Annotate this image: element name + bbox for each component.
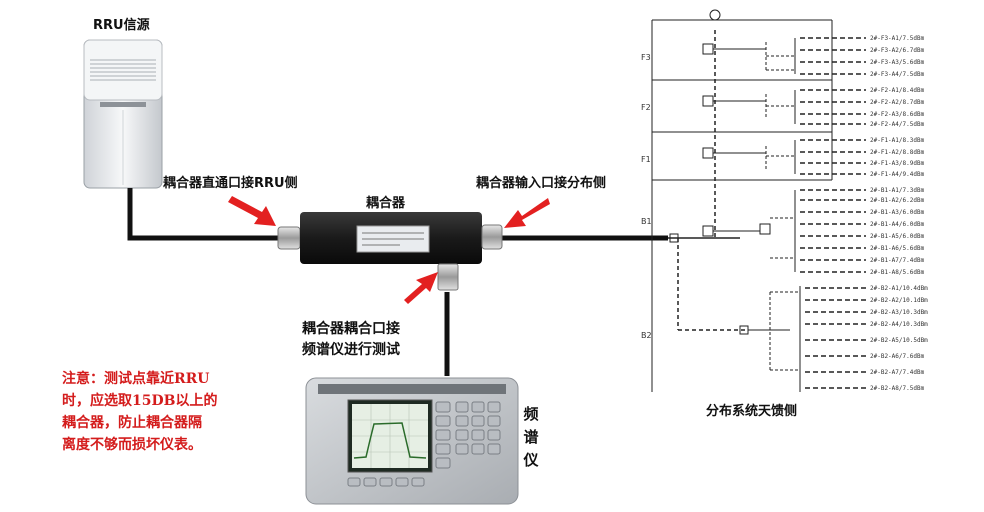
antenna-label: 2#-B1-A8/5.6dBm (870, 269, 925, 276)
antenna-label: 2#-B2-A2/10.1dBm (870, 297, 928, 304)
distribution-diagram (651, 9, 833, 392)
antenna-label: 2#-F3-A4/7.5dBm (870, 71, 925, 78)
left-arrow-label: 耦合器直通口接RRU侧 (163, 176, 298, 191)
sa-char-1: 频 (523, 405, 539, 423)
note-line-2: 时，应选取15DB以上的 (62, 393, 218, 409)
note-line-1: 注意：测试点靠近RRU (62, 371, 210, 387)
antenna-labels: 2#-F3-A1/7.5dBm 2#-F3-A2/6.7dBm 2#-F3-A3/5… (870, 35, 928, 392)
sa-char-3: 仪 (523, 451, 539, 469)
antenna-label: 2#-B1-A3/6.0dBm (870, 209, 925, 216)
sa-char-2: 谱 (523, 428, 539, 446)
antenna-label: 2#-F1-A3/8.9dBm (870, 160, 925, 167)
coupler-device (277, 212, 503, 291)
coupler-label: 耦合器 (366, 196, 406, 211)
antenna-label: 2#-B1-A5/6.0dBm (870, 233, 925, 240)
floor-label-f1: F1 (641, 155, 651, 164)
right-arrow-label: 耦合器输入口接分布侧 (476, 176, 607, 191)
rru-unit (83, 39, 163, 189)
floor-label-f2: F2 (641, 103, 651, 112)
note-line-4: 离度不够而损坏仪表。 (62, 437, 202, 453)
antenna-label: 2#-F1-A1/8.3dBm (870, 137, 925, 144)
floor-labels: F3 F2 F1 B1 B2 (641, 53, 652, 340)
antenna-label: 2#-B1-A2/6.2dBm (870, 197, 925, 204)
antenna-label: 2#-B2-A7/7.4dBm (870, 369, 925, 376)
warning-note: 注意：测试点靠近RRU 时，应选取15DB以上的 耦合器，防止耦合器隔 离度不够… (62, 368, 272, 456)
note-line-3: 耦合器，防止耦合器隔 (62, 415, 202, 431)
rru-source-label: RRU信源 (93, 18, 150, 33)
cables (127, 188, 668, 376)
floor-label-f3: F3 (641, 53, 651, 62)
antenna-label: 2#-F3-A2/6.7dBm (870, 47, 925, 54)
bottom-arrow-label-1: 耦合器耦合口接 (302, 321, 400, 337)
antenna-label: 2#-B1-A7/7.4dBm (870, 257, 925, 264)
antenna-label: 2#-F2-A4/7.5dBm (870, 121, 925, 128)
antenna-label: 2#-B1-A1/7.3dBm (870, 187, 925, 194)
bottom-arrow-label-2: 频谱仪进行测试 (302, 342, 400, 358)
antenna-label: 2#-B1-A4/6.0dBm (870, 221, 925, 228)
antenna-label: 2#-B2-A4/10.3dBm (870, 321, 928, 328)
antenna-label: 2#-B2-A3/10.3dBm (870, 309, 928, 316)
floor-label-b1: B1 (641, 217, 652, 226)
arrows (228, 196, 550, 304)
antenna-label: 2#-F2-A3/8.6dBm (870, 111, 925, 118)
spectrum-analyzer (305, 377, 519, 505)
antenna-label: 2#-B2-A1/10.4dBm (870, 285, 928, 292)
antenna-label: 2#-F3-A1/7.5dBm (870, 35, 925, 42)
antenna-label: 2#-B1-A6/5.6dBm (870, 245, 925, 252)
antenna-label: 2#-F1-A2/8.8dBm (870, 149, 925, 156)
floor-label-b2: B2 (641, 331, 652, 340)
distribution-side-label: 分布系统天馈侧 (706, 404, 798, 419)
spectrum-analyzer-label: 频 谱 仪 (520, 403, 542, 472)
antenna-label: 2#-F3-A3/5.6dBm (870, 59, 925, 66)
antenna-label: 2#-B2-A8/7.5dBm (870, 385, 925, 392)
antenna-label: 2#-B2-A6/7.6dBm (870, 353, 925, 360)
antenna-label: 2#-F1-A4/9.4dBm (870, 171, 925, 178)
antenna-label: 2#-F2-A2/8.7dBm (870, 99, 925, 106)
antenna-label: 2#-B2-A5/10.5dBm (870, 337, 928, 344)
antenna-label: 2#-F2-A1/8.4dBm (870, 87, 925, 94)
antenna-feeders (800, 37, 866, 389)
